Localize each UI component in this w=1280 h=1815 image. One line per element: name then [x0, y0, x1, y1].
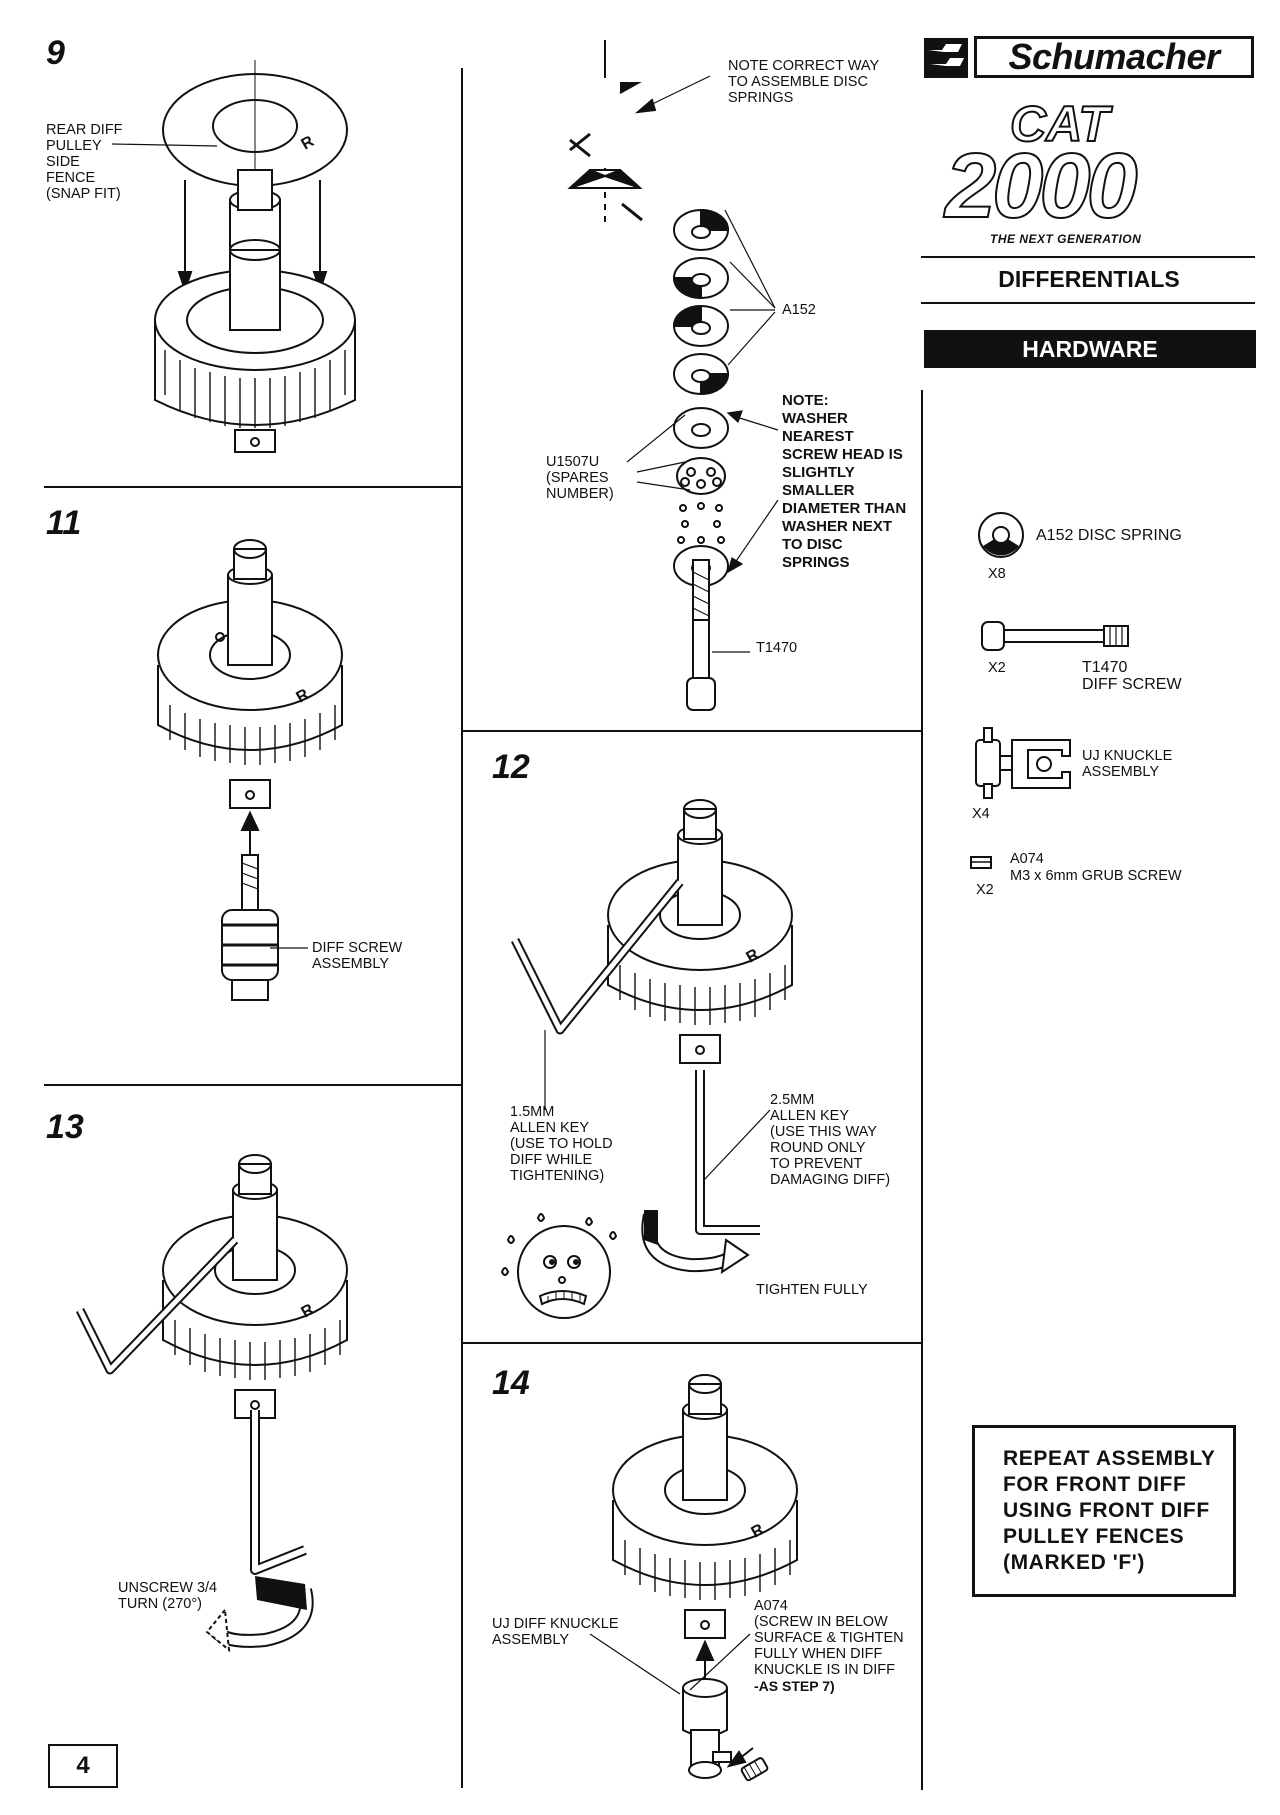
product-word: CAT — [1009, 95, 1110, 153]
hardware-diff-screw-code: T1470 — [1082, 659, 1128, 676]
product-tagline: THE NEXT GENERATION — [990, 232, 1142, 246]
step-14-leader-lines — [589, 1633, 751, 1695]
brand-header: Schumacher — [924, 36, 1254, 80]
hardware-disc-spring-qty: X8 — [988, 566, 1006, 582]
divider-step10-step12 — [461, 730, 923, 732]
header-rule-top — [921, 256, 1255, 258]
step-10-note-washer: NOTE: WASHER NEAREST SCREW HEAD IS SLIGH… — [782, 392, 907, 571]
uj-knuckle-icon — [975, 727, 1071, 799]
step-14-pulley-diagram: R — [612, 1374, 798, 1782]
grub-screw-icon — [970, 856, 992, 869]
step-10-leader-lines — [626, 209, 779, 653]
step-11-leader-line — [270, 947, 308, 949]
divider-step11-step13 — [44, 1084, 462, 1086]
schumacher-logo-icon — [924, 38, 968, 78]
step-14-label-knuckle: UJ DIFF KNUCKLE ASSEMBLY — [492, 1616, 619, 1648]
step-10-part-t1470: T1470 — [756, 640, 798, 656]
column-divider-right — [921, 390, 923, 1790]
rotation-arrow-unscrew — [205, 1576, 314, 1653]
hardware-grub-screw-name: M3 x 6mm GRUB SCREW — [1010, 868, 1182, 884]
step-10-disc-spring-stack — [672, 208, 730, 711]
step-9-number: 9 — [46, 34, 65, 72]
step-12-number: 12 — [492, 748, 530, 786]
step-13-action: UNSCREW 3/4 TURN (270°) — [118, 1580, 218, 1612]
column-divider-left — [461, 68, 463, 1788]
rotation-arrow-tighten — [641, 1210, 750, 1275]
step-11-label: DIFF SCREW ASSEMBLY — [312, 940, 403, 972]
step-12-key-small: 1.5mm ALLEN KEY (USE TO HOLD DIFF WHILE … — [510, 1104, 613, 1184]
hardware-grub-screw-qty: X2 — [976, 882, 994, 898]
hardware-diff-screw-qty: X2 — [988, 660, 1006, 676]
step-10-part-a152: A152 — [782, 302, 816, 318]
step-9-pulley-diagram: R — [154, 60, 356, 453]
step-12-action: TIGHTEN FULLY — [756, 1282, 868, 1298]
hardware-disc-spring-label: A152 DISC SPRING — [1036, 527, 1182, 544]
allen-key-large-icon — [695, 1070, 771, 1235]
step-12-pulley-diagram: R — [607, 799, 793, 1064]
step-13-number: 13 — [46, 1108, 84, 1146]
divider-step12-step14 — [461, 1342, 923, 1344]
step-11-number: 11 — [46, 504, 82, 542]
hardware-grub-screw-code: A074 — [1010, 851, 1044, 867]
brand-name: Schumacher — [974, 36, 1254, 78]
step-13-pulley-diagram: R — [162, 1154, 348, 1419]
section-subtitle: HARDWARE — [924, 330, 1256, 368]
hardware-diff-screw-name: DIFF SCREW — [1082, 676, 1182, 693]
step-14-label-a074: A074 (SCREW IN BELOW SURFACE & TIGHTEN F… — [754, 1598, 904, 1678]
step-11-pulley-diagram: R — [157, 539, 343, 1001]
step-14-label-a074-emphasis: -AS STEP 7) — [754, 1678, 835, 1694]
step-9-leader-line — [111, 143, 218, 147]
step-14-number: 14 — [492, 1364, 530, 1402]
step-10-part-u1507u: U1507U (SPARES NUMBER) — [546, 454, 614, 502]
step-13-allen-key-large-icon — [250, 1410, 307, 1575]
step-10-note-assembly: NOTE CORRECT WAY TO ASSEMBLE DISC SPRING… — [728, 58, 880, 106]
step-13-allen-key-small-icon — [75, 1236, 239, 1375]
section-title: DIFFERENTIALS — [998, 266, 1180, 292]
repeat-assembly-note: REPEAT ASSEMBLY FOR FRONT DIFF USING FRO… — [972, 1425, 1236, 1597]
page-number: 4 — [48, 1744, 118, 1788]
hardware-uj-knuckle-label: UJ KNUCKLE ASSEMBLY — [1082, 748, 1173, 780]
diff-screw-icon — [981, 621, 1129, 651]
product-year: 2000 — [944, 135, 1139, 237]
step-9-label: REAR DIFF PULLEY SIDE FENCE (SNAP FIT) — [46, 122, 123, 202]
hardware-uj-knuckle-qty: X4 — [972, 806, 990, 822]
worried-face-icon — [500, 1213, 618, 1319]
header-rule-bottom — [921, 302, 1255, 304]
allen-key-small-icon — [510, 879, 684, 1110]
step-12-key-large: 2.5mm ALLEN KEY (USE THIS WAY ROUND ONLY… — [770, 1092, 891, 1188]
disc-spring-icon — [978, 512, 1024, 558]
step-10-disc-spring-orientation — [567, 40, 711, 223]
divider-step9-step11 — [44, 486, 462, 488]
